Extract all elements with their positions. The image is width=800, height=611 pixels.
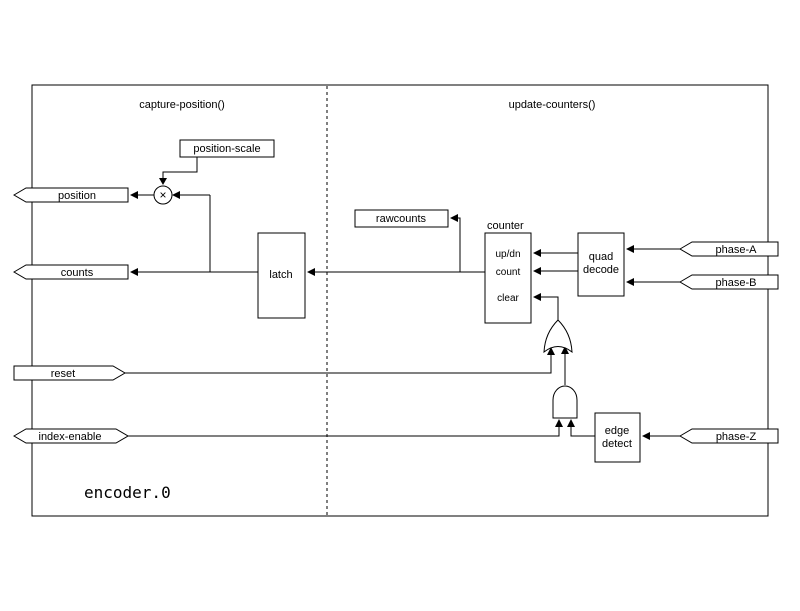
component-name: encoder.0 <box>84 483 171 502</box>
pin-tags: position counts reset index-enable phase… <box>13 187 779 444</box>
latch-label: latch <box>269 269 292 281</box>
arrow-into-multiplier-right <box>172 191 180 199</box>
pin-label-position: position <box>58 190 96 202</box>
wire-or-to-clear <box>541 296 559 320</box>
arrow-into-rawcounts <box>450 214 458 222</box>
multiplier-glyph: × <box>159 188 166 202</box>
arrow-into-multiplier-top <box>159 178 167 185</box>
pin-tag-phase-z <box>679 428 779 444</box>
arrow-into-quad-decode-a <box>626 245 634 253</box>
edge-detect-label-line2: detect <box>602 438 632 450</box>
counter-pin-count: count <box>496 267 521 278</box>
wire-position-scale-to-multiplier <box>162 157 198 178</box>
pin-label-reset: reset <box>51 368 75 380</box>
edge-detect-label-line1: edge <box>605 425 629 437</box>
arrow-into-edge-detect <box>642 432 650 440</box>
position-scale-block <box>179 139 275 158</box>
section-title-capture-position: capture-position() <box>139 99 225 111</box>
pin-tag-index-enable <box>13 428 129 444</box>
section-title-update-counters: update-counters() <box>509 99 596 111</box>
multiplier-symbol <box>153 185 173 205</box>
edge-detect-block <box>594 412 641 463</box>
arrow-into-or-left <box>547 347 555 355</box>
wire-edge-detect-to-and <box>570 427 595 437</box>
pin-tag-phase-b <box>679 274 779 290</box>
arrow-into-counter-count <box>533 267 541 275</box>
position-scale-label: position-scale <box>193 143 260 155</box>
arrow-into-and-right <box>567 419 575 427</box>
quad-decode-block <box>577 232 625 297</box>
wire-index-enable-to-and <box>128 427 560 437</box>
arrow-into-or-right <box>561 346 569 354</box>
arrow-into-counter-clear <box>533 293 541 301</box>
pin-label-phase-b: phase-B <box>716 277 757 289</box>
wires <box>125 157 680 437</box>
quad-decode-label-line2: decode <box>583 264 619 276</box>
and-gate <box>552 385 578 419</box>
arrow-into-counter-updn <box>533 249 541 257</box>
latch-block <box>257 232 306 319</box>
wire-branch-to-rawcounts <box>458 217 461 272</box>
arrow-into-quad-decode-b <box>626 278 634 286</box>
counter-title: counter <box>487 220 524 232</box>
pin-label-phase-z: phase-Z <box>716 431 757 443</box>
component-enclosure <box>31 84 769 517</box>
arrow-into-position-tag <box>130 191 138 199</box>
arrowheads <box>130 178 650 440</box>
pin-tag-position <box>13 187 129 203</box>
rawcounts-label: rawcounts <box>376 213 427 225</box>
quad-decode-label-line1: quad <box>589 251 613 263</box>
pin-tag-phase-a <box>679 241 779 257</box>
counter-pin-clear: clear <box>497 293 519 304</box>
arrow-into-counts-tag <box>130 268 138 276</box>
pin-tag-counts <box>13 264 129 280</box>
blocks: position-scale × latch rawcounts counter… <box>153 139 641 463</box>
or-gate <box>543 319 573 354</box>
pin-tag-reset <box>13 365 126 381</box>
pin-label-index-enable: index-enable <box>39 431 102 443</box>
arrow-into-latch <box>307 268 315 276</box>
counter-block <box>484 232 532 324</box>
rawcounts-block <box>354 209 449 228</box>
arrow-into-and-left <box>555 419 563 427</box>
pin-label-counts: counts <box>61 267 94 279</box>
pin-label-phase-a: phase-A <box>716 244 758 256</box>
wire-reset-to-or <box>125 355 552 374</box>
counter-pin-updn: up/dn <box>495 249 520 260</box>
